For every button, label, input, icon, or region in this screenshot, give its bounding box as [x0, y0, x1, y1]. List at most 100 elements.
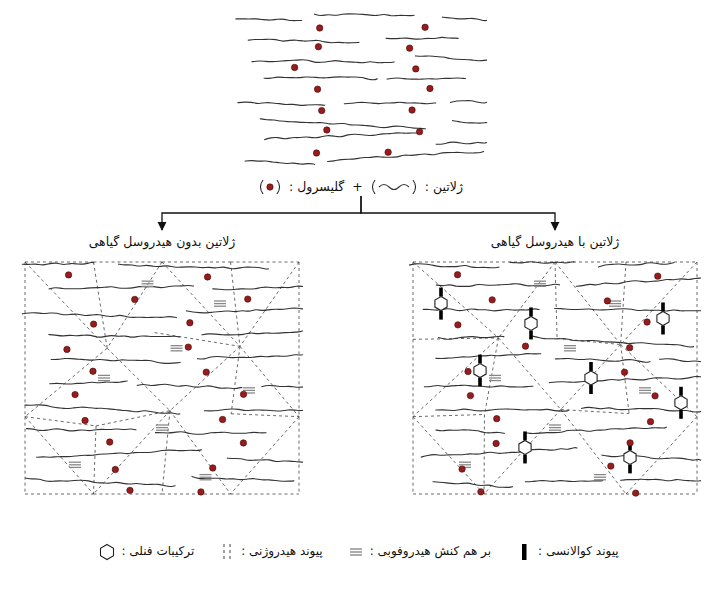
hydrogen-bond — [94, 262, 108, 348]
hydrophobic-mark — [214, 301, 226, 302]
hydrogen-bond — [555, 494, 626, 495]
hydrogen-bond — [231, 414, 299, 417]
hydrophobic-mark — [489, 375, 501, 376]
hydrogen-bond — [697, 417, 698, 494]
hydrophobic-mark — [639, 387, 651, 388]
glycerol-dot — [413, 66, 419, 72]
covalent-bond — [478, 355, 482, 364]
hydrogen-bond — [621, 345, 697, 417]
hydrophobic-mark — [98, 378, 110, 379]
gelatin-chain — [248, 39, 360, 43]
key-label: گلیسرول : — [287, 179, 346, 195]
hydrogen-bond — [162, 494, 231, 495]
film-with-hydrocolloid — [409, 262, 701, 497]
gelatin-chain — [436, 284, 560, 287]
gelatin-chain — [251, 60, 394, 63]
gelatin-chain — [314, 14, 414, 16]
gelatin-chain — [192, 477, 295, 482]
gelatin-chain — [186, 308, 303, 313]
hydrogen-bond — [413, 338, 498, 417]
hydrophobic-mark — [489, 380, 501, 381]
gelatin-chain — [49, 286, 194, 290]
gelatin-chain — [36, 450, 202, 458]
gelatin-chain — [601, 455, 701, 461]
glycerol-dot — [385, 149, 391, 155]
hydrophobic-mark — [489, 378, 501, 379]
glycerol-dot — [65, 272, 71, 278]
phenolic-compound — [525, 317, 537, 331]
legend-label: پیوند کوالانسی : — [536, 544, 621, 560]
hydrogen-bond — [561, 345, 621, 410]
gelatin-chain — [261, 386, 303, 388]
glycerol-dot — [112, 467, 118, 473]
mixture-panel: ژلاتین :+گلیسرول : — [228, 4, 494, 196]
hydrogen-bond — [413, 262, 484, 263]
glycerol-dot — [489, 297, 495, 303]
gelatin-chain — [197, 355, 303, 359]
covalent-bond — [589, 385, 593, 394]
covalent-bond — [478, 378, 482, 387]
glycerol-dot — [245, 296, 251, 302]
legend-swatch — [347, 542, 365, 562]
hydrogen-bond — [170, 411, 231, 494]
hydrophobic-mark — [350, 554, 362, 555]
gelatin-chain — [435, 409, 568, 411]
legend-swatch — [98, 542, 116, 562]
branch-arrow — [361, 196, 555, 230]
hydrophobic-mark — [142, 283, 154, 284]
covalent-bond — [628, 465, 632, 474]
glycerol-dot — [317, 25, 323, 31]
hydrogen-bond — [697, 262, 698, 339]
hydrophobic-mark — [171, 350, 183, 351]
gelatin-chain — [118, 264, 269, 269]
phenolic-compound — [101, 545, 114, 560]
gelatin-chain — [435, 430, 504, 434]
hydrophobic-mark — [200, 477, 212, 478]
hydrophobic-mark — [142, 286, 154, 287]
glycerol-dot — [604, 298, 610, 304]
glycerol-dot — [132, 296, 138, 302]
hydrophobic-mark — [98, 380, 110, 381]
hydrophobic-mark — [200, 474, 212, 475]
hydrophobic-mark — [171, 345, 183, 346]
glycerol-dot — [107, 439, 113, 445]
hydrophobic-mark — [243, 387, 255, 388]
glycerol-dot — [82, 418, 88, 424]
hydrophobic-mark — [564, 348, 576, 349]
hydrogen-bond — [25, 417, 96, 426]
gelatin-chain — [659, 359, 701, 362]
gelatin-chain — [452, 121, 487, 124]
gelatin-chain — [555, 359, 650, 363]
hydrophobic-mark — [69, 462, 81, 463]
panel-heading: ژلاتین بدون هیدروسل گیاهی — [14, 234, 310, 250]
hydrogen-bond — [626, 262, 697, 263]
branch-arrow — [162, 196, 361, 230]
hydrophobic-mark — [69, 464, 81, 465]
gelatin-chain — [235, 19, 302, 21]
hydrophobic-mark — [214, 306, 226, 307]
gelatin-chain — [25, 405, 181, 414]
hydrophobic-mark — [534, 283, 546, 284]
glycerol-dot — [406, 45, 412, 51]
gelatin-chain — [48, 335, 180, 338]
gelatin-glycerol-illustration — [231, 4, 491, 176]
legend-item: پیوند هیدروژنی : — [218, 542, 324, 562]
gelatin-chain — [51, 359, 181, 364]
hydrogen-bond — [25, 417, 26, 494]
hydrophobic-mark — [534, 286, 546, 287]
gelatin-chain — [409, 264, 499, 268]
hydrogen-bond — [94, 262, 163, 263]
gelatin-chain — [438, 336, 504, 339]
hydrogen-bond — [413, 415, 484, 417]
hydrogen-bond — [555, 262, 557, 338]
covalent-bond — [661, 303, 665, 312]
key-label: ژلاتین : — [423, 179, 465, 195]
hydrophobic-mark — [549, 425, 561, 426]
glycerol-dot — [626, 345, 632, 351]
covalent-bond — [522, 544, 527, 560]
gelatin-chain — [227, 458, 303, 462]
glycerol-dot — [655, 273, 661, 279]
hydrogen-bond — [413, 262, 498, 338]
gelatin-symbol — [369, 178, 419, 196]
